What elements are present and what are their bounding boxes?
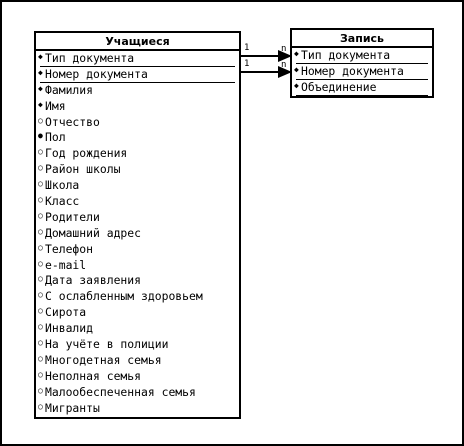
optional-marker-icon: ○ (38, 322, 43, 332)
attribute-row[interactable]: ○Домашний адрес (36, 226, 239, 242)
attribute-row[interactable]: ○Мигранты (36, 401, 239, 417)
attribute-name: Район школы (45, 162, 121, 177)
attribute-row[interactable]: ◆Фамилия (36, 83, 239, 99)
attribute-row[interactable]: ◆Объединение (292, 80, 432, 96)
attribute-row[interactable]: ◆Тип документа (36, 51, 239, 67)
key-underline (296, 94, 428, 96)
attribute-list: ◆Тип документа◆Номер документа◆Объединен… (292, 48, 432, 96)
attribute-row[interactable]: ○Многодетная семья (36, 353, 239, 369)
attribute-row[interactable]: ○Дата заявления (36, 273, 239, 289)
cardinality-to-2: n (281, 60, 287, 70)
optional-marker-icon: ○ (38, 195, 43, 205)
required-marker-icon: ◆ (294, 64, 299, 74)
attribute-name: Номер документа (45, 66, 148, 81)
key-underline (40, 65, 235, 67)
entity-students[interactable]: Учащиеся ◆Тип документа◆Номер документа◆… (34, 31, 241, 419)
attribute-name: Многодетная семья (45, 352, 162, 367)
entity-title: Запись (292, 30, 432, 48)
optional-marker-icon: ○ (38, 258, 43, 268)
attribute-name: Мигранты (45, 400, 100, 415)
attribute-name: Малообеспеченная семья (45, 384, 196, 399)
optional-marker-icon: ○ (38, 210, 43, 220)
optional-marker-icon: ○ (38, 353, 43, 363)
attribute-row[interactable]: ●Пол (36, 130, 239, 146)
optional-marker-icon: ○ (38, 338, 43, 348)
key-underline (296, 62, 428, 64)
attribute-row[interactable]: ○Малообеспеченная семья (36, 385, 239, 401)
optional-marker-icon: ○ (38, 226, 43, 236)
attribute-name: Тип документа (301, 48, 391, 62)
attribute-name: На учёте в полиции (45, 337, 169, 352)
optional-marker-icon: ○ (38, 306, 43, 316)
optional-marker-icon: ○ (38, 179, 43, 189)
required-marker-icon: ◆ (38, 83, 43, 93)
optional-marker-icon: ○ (38, 115, 43, 125)
attribute-name: Сирота (45, 305, 87, 320)
optional-marker-icon: ○ (38, 242, 43, 252)
required-marker-icon: ◆ (294, 49, 299, 58)
attribute-name: Пол (45, 130, 66, 145)
attribute-row[interactable]: ○Сирота (36, 305, 239, 321)
attribute-row[interactable]: ◆Тип документа (292, 48, 432, 64)
attribute-name: Год рождения (45, 146, 128, 161)
required-marker-icon: ◆ (38, 52, 43, 61)
attribute-row[interactable]: ○e-mail (36, 258, 239, 274)
cardinality-from-2: 1 (244, 59, 250, 69)
optional-marker-icon: ○ (38, 163, 43, 173)
optional-marker-icon: ○ (38, 401, 43, 411)
optional-marker-icon: ● (38, 131, 43, 141)
optional-marker-icon: ○ (38, 147, 43, 157)
attribute-row[interactable]: ○На учёте в полиции (36, 337, 239, 353)
attribute-name: Телефон (45, 241, 94, 256)
attribute-row[interactable]: ○Отчество (36, 115, 239, 131)
attribute-name: Школа (45, 178, 80, 193)
cardinality-from-1: 1 (244, 43, 250, 53)
required-marker-icon: ◆ (38, 67, 43, 77)
attribute-row[interactable]: ○Инвалид (36, 321, 239, 337)
cardinality-to-1: n (281, 44, 287, 54)
attribute-row[interactable]: ◆Номер документа (292, 64, 432, 80)
attribute-row[interactable]: ○Год рождения (36, 146, 239, 162)
attribute-name: Объединение (301, 79, 377, 94)
attribute-name: Имя (45, 98, 66, 113)
attribute-row[interactable]: ○Район школы (36, 162, 239, 178)
attribute-row[interactable]: ○Школа (36, 178, 239, 194)
attribute-name: Номер документа (301, 63, 404, 78)
required-marker-icon: ◆ (38, 99, 43, 109)
attribute-name: Инвалид (45, 321, 94, 336)
optional-marker-icon: ○ (38, 385, 43, 395)
attribute-row[interactable]: ○С ослабленным здоровьем (36, 289, 239, 305)
attribute-name: Отчество (45, 114, 100, 129)
attribute-name: Домашний адрес (45, 225, 142, 240)
attribute-row[interactable]: ○Класс (36, 194, 239, 210)
attribute-row[interactable]: ◆Имя (36, 99, 239, 115)
attribute-name: Дата заявления (45, 273, 142, 288)
attribute-row[interactable]: ○Родители (36, 210, 239, 226)
attribute-name: Родители (45, 209, 100, 224)
entity-record[interactable]: Запись ◆Тип документа◆Номер документа◆Об… (290, 28, 434, 98)
optional-marker-icon: ○ (38, 290, 43, 300)
attribute-name: Фамилия (45, 82, 94, 97)
optional-marker-icon: ○ (38, 274, 43, 284)
attribute-row[interactable]: ○Неполная семья (36, 369, 239, 385)
attribute-name: Неполная семья (45, 368, 142, 383)
attribute-name: С ослабленным здоровьем (45, 289, 203, 304)
required-marker-icon: ◆ (294, 80, 299, 90)
attribute-row[interactable]: ○Телефон (36, 242, 239, 258)
attribute-name: Тип документа (45, 51, 135, 65)
key-underline (296, 78, 428, 80)
attribute-row[interactable]: ◆Номер документа (36, 67, 239, 83)
attribute-name: Класс (45, 194, 80, 209)
optional-marker-icon: ○ (38, 369, 43, 379)
key-underline (40, 81, 235, 83)
entity-title: Учащиеся (36, 33, 239, 51)
attribute-list: ◆Тип документа◆Номер документа◆Фамилия◆И… (36, 51, 239, 416)
attribute-name: e-mail (45, 257, 87, 272)
